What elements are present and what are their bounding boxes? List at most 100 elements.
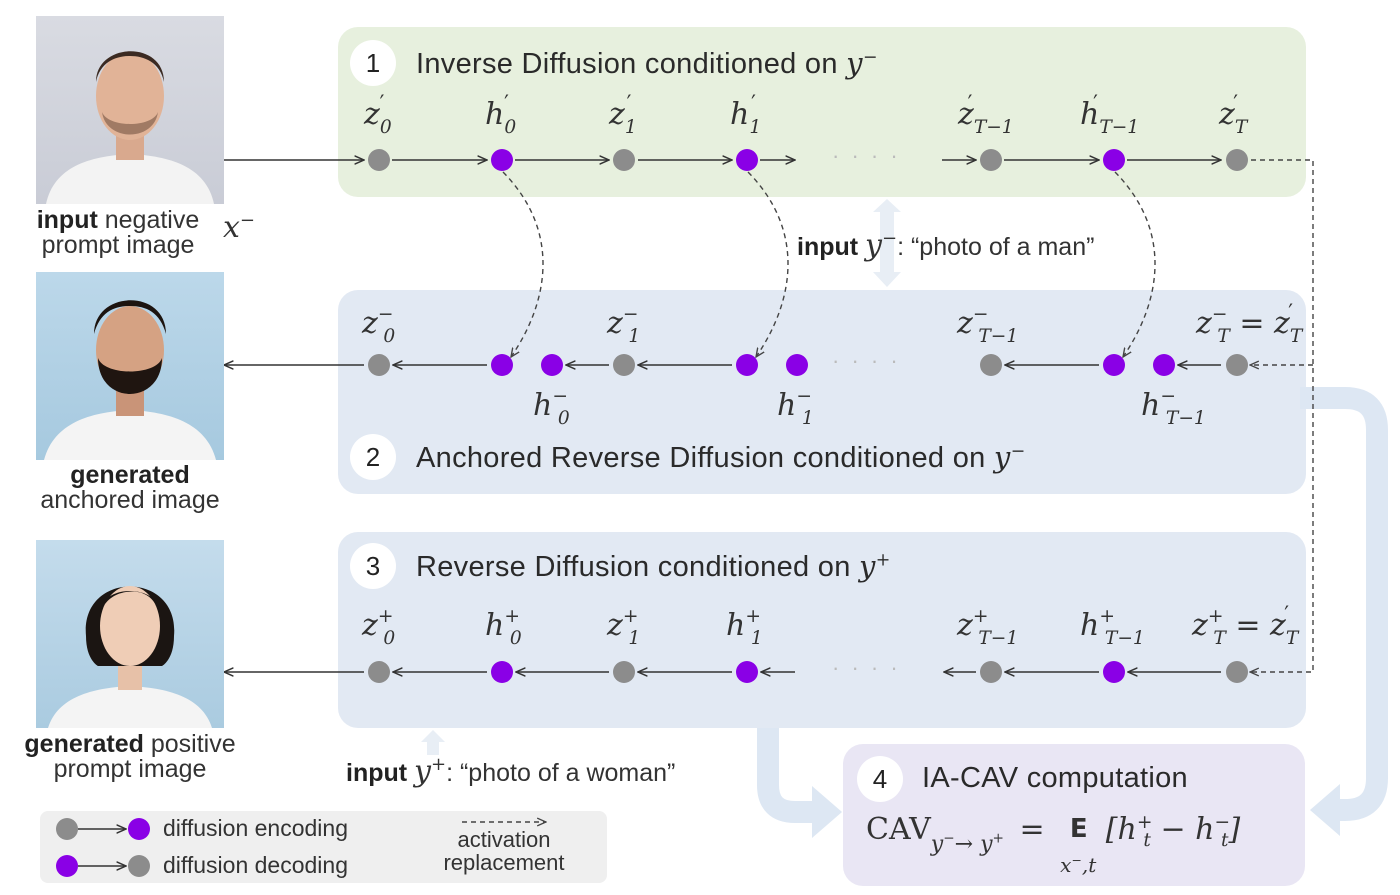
node-row1-z1	[613, 149, 635, 171]
caption2-bold: generated	[70, 461, 190, 489]
node-row3-z1	[613, 661, 635, 683]
legend-arrows	[78, 829, 126, 866]
label-z0-prime: z0′	[364, 91, 392, 138]
node-row1-zT-1	[980, 149, 1002, 171]
panel-ia-cav-computation	[843, 744, 1305, 886]
panel1-title-text: Inverse Diffusion conditioned on	[416, 48, 838, 80]
input-positive-prompt: input y+: “photo of a woman”	[346, 754, 676, 789]
step-number-1: 1	[350, 40, 396, 86]
label-zT-1-plus: z+T−1	[957, 606, 1019, 649]
caption-input-negative: input negative prompt image	[20, 208, 216, 258]
input-negative-prompt-image	[36, 16, 224, 204]
label-hT-1-minus: h−T−1	[1141, 386, 1206, 429]
step-number-2: 2	[350, 434, 396, 480]
node-row2-h0	[541, 354, 563, 376]
caption-generated-anchored: generated anchored image	[20, 463, 240, 513]
panel-reverse-diffusion	[338, 532, 1306, 728]
input-negative-prompt: input y−: “photo of a man”	[797, 228, 1095, 263]
legend-decoding-label: diffusion decoding	[163, 852, 348, 878]
node-row3-h0	[491, 661, 513, 683]
formula-cav: CAV	[866, 812, 931, 847]
label-hT-1-prime: hT−1′	[1080, 91, 1140, 138]
node-row3-zT	[1226, 661, 1248, 683]
legend-encoding-label: diffusion encoding	[163, 815, 348, 841]
label-z1-prime: z1′	[609, 91, 637, 138]
node-row2-z0	[368, 354, 390, 376]
label-h0-plus: h+0	[485, 606, 522, 649]
node-row1-hT-1	[1103, 149, 1125, 171]
panel-anchored-reverse-diffusion	[338, 290, 1306, 494]
label-z0-minus: z−0	[362, 304, 396, 347]
input-pos-arrow	[421, 730, 445, 755]
input-pos-label: input	[346, 759, 408, 787]
node-row3-zT-1	[980, 661, 1002, 683]
caption3-rest: positive	[150, 730, 236, 758]
caption3-bold: generated	[24, 730, 144, 758]
generated-anchored-image	[36, 272, 224, 460]
symbol-x: x	[223, 210, 240, 245]
input-neg-prompt-text: : “photo of a man”	[897, 233, 1095, 261]
label-zT-prime: zT′	[1219, 91, 1248, 138]
label-h1-prime: h1′	[730, 91, 762, 138]
node-legend-dec-end	[128, 855, 150, 877]
label-h0-minus: h−0	[533, 386, 570, 429]
input-pos-prompt-text: : “photo of a woman”	[446, 759, 676, 787]
caption1-rest: negative	[104, 206, 200, 234]
ellipsis-row2: · · · ·	[832, 348, 901, 373]
symbol-x-minus: x−	[223, 210, 256, 245]
panel2-title-text: Anchored Reverse Diffusion conditioned o…	[416, 442, 986, 474]
panel2-title-symbol: y−	[993, 440, 1026, 474]
node-legend-enc-end	[128, 818, 150, 840]
caption1-bold: input	[36, 206, 98, 234]
label-z0-plus: z+0	[362, 606, 396, 649]
node-row2-h1-prime	[736, 354, 758, 376]
node-row2-hT-1	[1153, 354, 1175, 376]
node-row3-z0	[368, 661, 390, 683]
legend-replacement-line2: replacement	[443, 850, 565, 875]
node-row2-zT-1	[980, 354, 1002, 376]
label-zT-1-prime: zT−1′	[958, 91, 1014, 138]
node-row1-h1	[736, 149, 758, 171]
caption1-line2: prompt image	[41, 231, 195, 259]
step-number-4: 4	[857, 756, 903, 802]
flow-arrow-from-panel3	[757, 728, 842, 838]
ia-cav-formula: CAVy−→ y+ = E x−,t [h+t − h−t]	[866, 812, 1241, 877]
panel2-title: Anchored Reverse Diffusion conditioned o…	[416, 440, 1025, 475]
input-neg-arrow	[873, 199, 901, 287]
node-row1-zT	[1226, 149, 1248, 171]
node-row3-h1	[736, 661, 758, 683]
flow-arrow-from-panel2	[1300, 387, 1388, 836]
label-zT-plus-eq: z+T = zT′	[1192, 602, 1299, 649]
panel3-title-symbol: y+	[859, 549, 891, 583]
caption3-line2: prompt image	[53, 755, 207, 783]
label-h1-plus: h+1	[726, 606, 763, 649]
ellipsis-row1: · · · ·	[832, 143, 901, 168]
input-neg-label: input	[797, 233, 859, 261]
generated-positive-prompt-image	[36, 540, 224, 728]
node-row2-h0-prime	[491, 354, 513, 376]
caption-generated-positive: generated positive prompt image	[6, 732, 254, 782]
legend-replacement-line1: activation	[457, 827, 551, 852]
node-row2-h1	[786, 354, 808, 376]
node-legend-dec-start	[56, 855, 78, 877]
label-h0-prime: h0′	[485, 91, 517, 138]
label-zT-minus-eq: z−T = zT′	[1196, 300, 1303, 347]
label-z1-plus: z+1	[607, 606, 641, 649]
formula-expectation: E	[1069, 814, 1088, 844]
legend-activation-replacement: activation replacement	[418, 828, 590, 874]
label-z1-minus: z−1	[607, 304, 641, 347]
panel1-title-symbol: y−	[846, 46, 878, 80]
panel4-title: IA-CAV computation	[922, 762, 1188, 794]
ellipsis-row3: · · · ·	[832, 655, 901, 680]
panel3-title: Reverse Diffusion conditioned on y+	[416, 549, 891, 584]
panel3-title-text: Reverse Diffusion conditioned on	[416, 551, 851, 583]
node-row2-z1	[613, 354, 635, 376]
node-row1-z0	[368, 149, 390, 171]
label-h1-minus: h−1	[777, 386, 814, 429]
panel1-title: Inverse Diffusion conditioned on y−	[416, 46, 878, 81]
activation-replacement-connectors	[462, 159, 1314, 822]
label-zT-1-minus: z−T−1	[957, 304, 1019, 347]
label-hT-1-plus: h+T−1	[1080, 606, 1145, 649]
